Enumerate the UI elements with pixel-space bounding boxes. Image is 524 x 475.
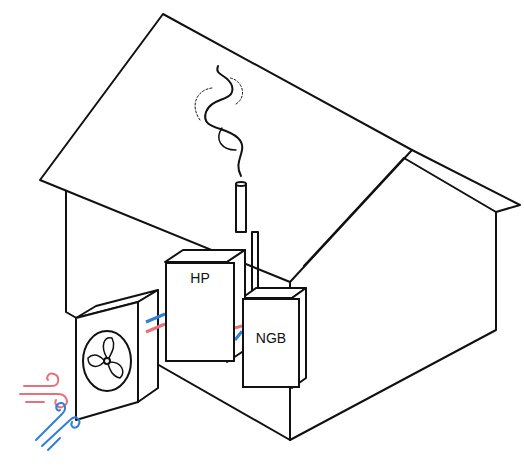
flue-pipe	[236, 182, 246, 186]
refrigerant-line	[146, 324, 165, 332]
pipe-connector	[235, 331, 242, 340]
pipe-connector	[235, 326, 242, 328]
outdoor-unit	[76, 302, 138, 420]
house-roof	[40, 14, 412, 282]
pipe-line	[235, 326, 242, 328]
fan	[83, 331, 131, 391]
smoke	[219, 128, 236, 150]
refrigerant-line	[146, 314, 165, 322]
pipe-line	[235, 331, 242, 340]
smoke	[195, 78, 242, 120]
smoke	[205, 66, 242, 176]
wind-cold	[36, 403, 79, 450]
flue-pipe	[252, 232, 258, 290]
outdoor-unit	[138, 290, 158, 402]
flue-pipe	[236, 184, 246, 232]
heat-pump-box: HP	[165, 262, 235, 362]
box-label: HP	[167, 270, 233, 286]
house-gable	[304, 158, 496, 266]
box-label: NGB	[244, 330, 298, 346]
house-roof	[412, 150, 520, 212]
boiler-box: NGB	[242, 298, 300, 388]
fan-hub	[104, 358, 110, 364]
fan-blade	[88, 338, 123, 378]
